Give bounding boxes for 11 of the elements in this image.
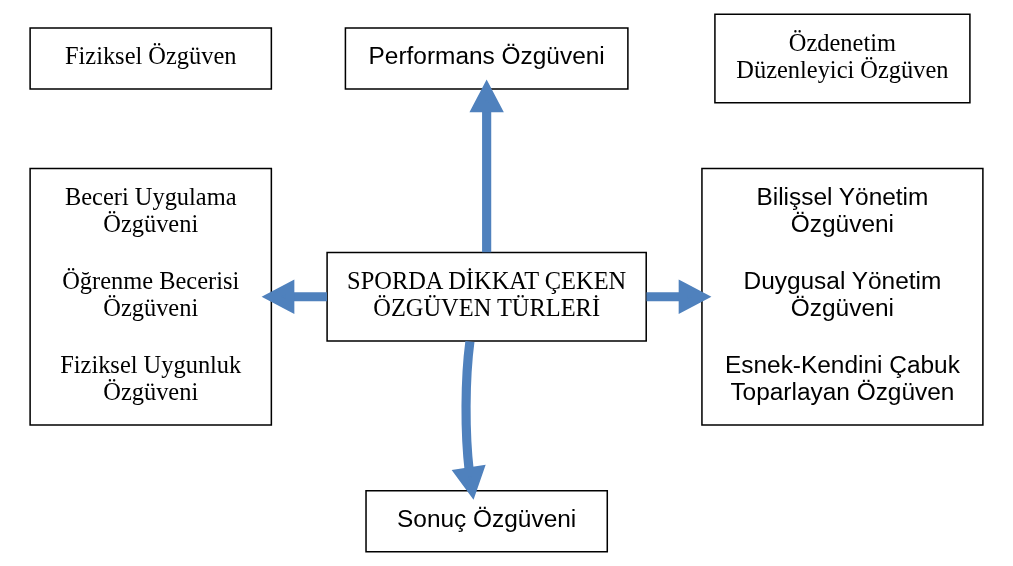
- arrow: [646, 279, 712, 314]
- node-box: Özdenetim Düzenleyici Özgüven: [714, 13, 971, 104]
- arrow: [261, 279, 327, 314]
- node-box: Beceri Uygulama Özgüveni Öğrenme Becerisi Özgüveni Fiziksel Uygunluk Özgüveni: [29, 167, 273, 426]
- node-box: Sonuç Özgüveni: [365, 489, 609, 553]
- node-box: SPORDA DİKKAT ÇEKEN ÖZGÜVEN TÜRLERİ: [326, 251, 647, 342]
- node-box: Bilişsel Yönetim Özgüveni Duygusal Yönetim Özgüveni Esnek-Kendini Çabuk Toparlayan Özgüven: [701, 167, 984, 426]
- arrow: [469, 79, 504, 253]
- node-box: Performans Özgüveni: [344, 27, 629, 90]
- node-box: Fiziksel Özgüven: [29, 27, 273, 90]
- arrow: [451, 340, 486, 500]
